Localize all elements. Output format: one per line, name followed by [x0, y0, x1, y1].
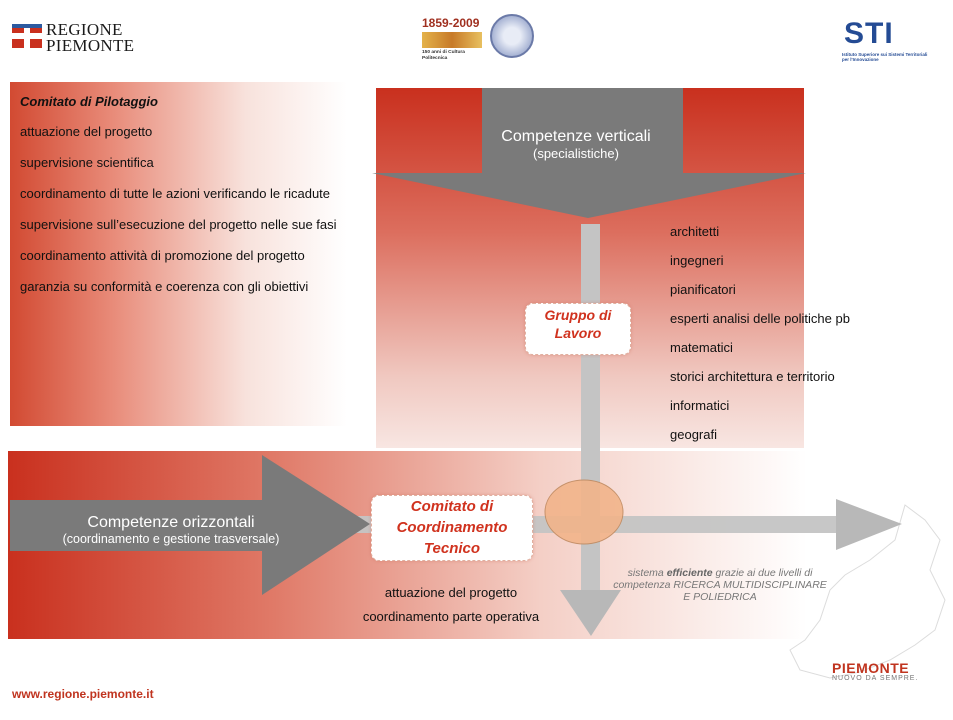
comitato-pilotaggio-heading: Comitato di Pilotaggio — [20, 94, 158, 109]
comitato-pilotaggio-list: Comitato di Pilotaggio attuazione del pr… — [20, 82, 338, 309]
vertical-title: Competenze verticali — [501, 128, 651, 145]
regione-logo-line2: PIEMONTE — [46, 36, 135, 55]
piemonte-brand-logo: PIEMONTE NUOVO DA SEMPRE. — [832, 660, 942, 682]
role-item: esperti analisi delle politiche pb — [670, 311, 850, 326]
list-item: attuazione del progetto — [384, 585, 518, 600]
gruppo-lavoro-box: Gruppo di Lavoro — [525, 303, 631, 355]
role-item: architetti — [670, 224, 720, 239]
poli-seal-icon — [490, 14, 534, 58]
role-item: geografi — [670, 427, 717, 442]
sti-caption: Istituto Superiore sui Sistemi Territori… — [842, 52, 928, 62]
note-rest: grazie ai due livelli di competenza RICE… — [613, 567, 827, 603]
list-item: attuazione del progetto — [20, 124, 153, 139]
regione-logo-line1: REGIONE — [46, 20, 123, 39]
horizontal-big-arrow — [10, 455, 370, 595]
role-item: ingegneri — [670, 253, 724, 268]
poli-years: 1859-2009 — [422, 16, 480, 30]
piemonte-tagline: NUOVO DA SEMPRE. — [832, 675, 919, 682]
vertical-subtitle: (specialistiche) — [533, 146, 619, 161]
politecnico-150-logo: 1859-2009 150 anni di Cultura Politecnic… — [420, 12, 542, 68]
note-prefix: sistema — [627, 567, 664, 579]
list-item: garanzia su conformità e coerenza con gl… — [20, 279, 309, 294]
note-emphasis: efficiente — [666, 567, 713, 579]
horizontal-arrowhead-right — [836, 499, 902, 550]
regione-flag-icon — [12, 24, 42, 48]
regione-piemonte-logo: REGIONE PIEMONTE — [12, 20, 142, 54]
list-item: coordinamento parte operativa — [362, 609, 540, 624]
system-note: sistema efficiente grazie ai due livelli… — [612, 567, 828, 603]
sti-logo: STI Istituto Superiore sui Sistemi Terri… — [842, 17, 932, 65]
poli-building-image — [422, 32, 482, 48]
role-item: storici architettura e territorio — [670, 369, 835, 384]
intersection-circle — [544, 479, 624, 545]
vertical-arrow-label: Competenze verticali (specialistiche) — [470, 128, 682, 161]
vertical-arrowhead-bottom — [560, 590, 621, 636]
horizontal-arrow-label: Competenze orizzontali (coordinamento e … — [12, 514, 330, 546]
piemonte-map-outline — [789, 504, 946, 679]
comitato-coordinamento-box: Comitato di Coordinamento Tecnico — [371, 495, 533, 561]
list-item: coordinamento attività di promozione del… — [20, 248, 305, 263]
coordinamento-items: attuazione del progetto coordinamento pa… — [340, 585, 562, 633]
vertical-big-arrow — [372, 88, 806, 218]
sti-mark: STI — [844, 17, 894, 50]
piemonte-brand-word: PIEMONTE — [832, 660, 910, 676]
left-panel-background — [10, 82, 347, 426]
roles-list: architetti ingegneri pianificatori esper… — [670, 224, 850, 456]
list-item: supervisione sull’esecuzione del progett… — [20, 217, 337, 232]
horizontal-title: Competenze orizzontali — [87, 514, 255, 531]
role-item: matematici — [670, 340, 733, 355]
footer-url-link[interactable]: www.regione.piemonte.it — [12, 687, 154, 701]
role-item: pianificatori — [670, 282, 736, 297]
poli-caption: 150 anni di Cultura Politecnica — [422, 50, 465, 61]
horizontal-subtitle: (coordinamento e gestione trasversale) — [62, 532, 280, 546]
list-item: supervisione scientifica — [20, 155, 154, 170]
list-item: coordinamento di tutte le azioni verific… — [20, 186, 331, 201]
role-item: informatici — [670, 398, 730, 413]
